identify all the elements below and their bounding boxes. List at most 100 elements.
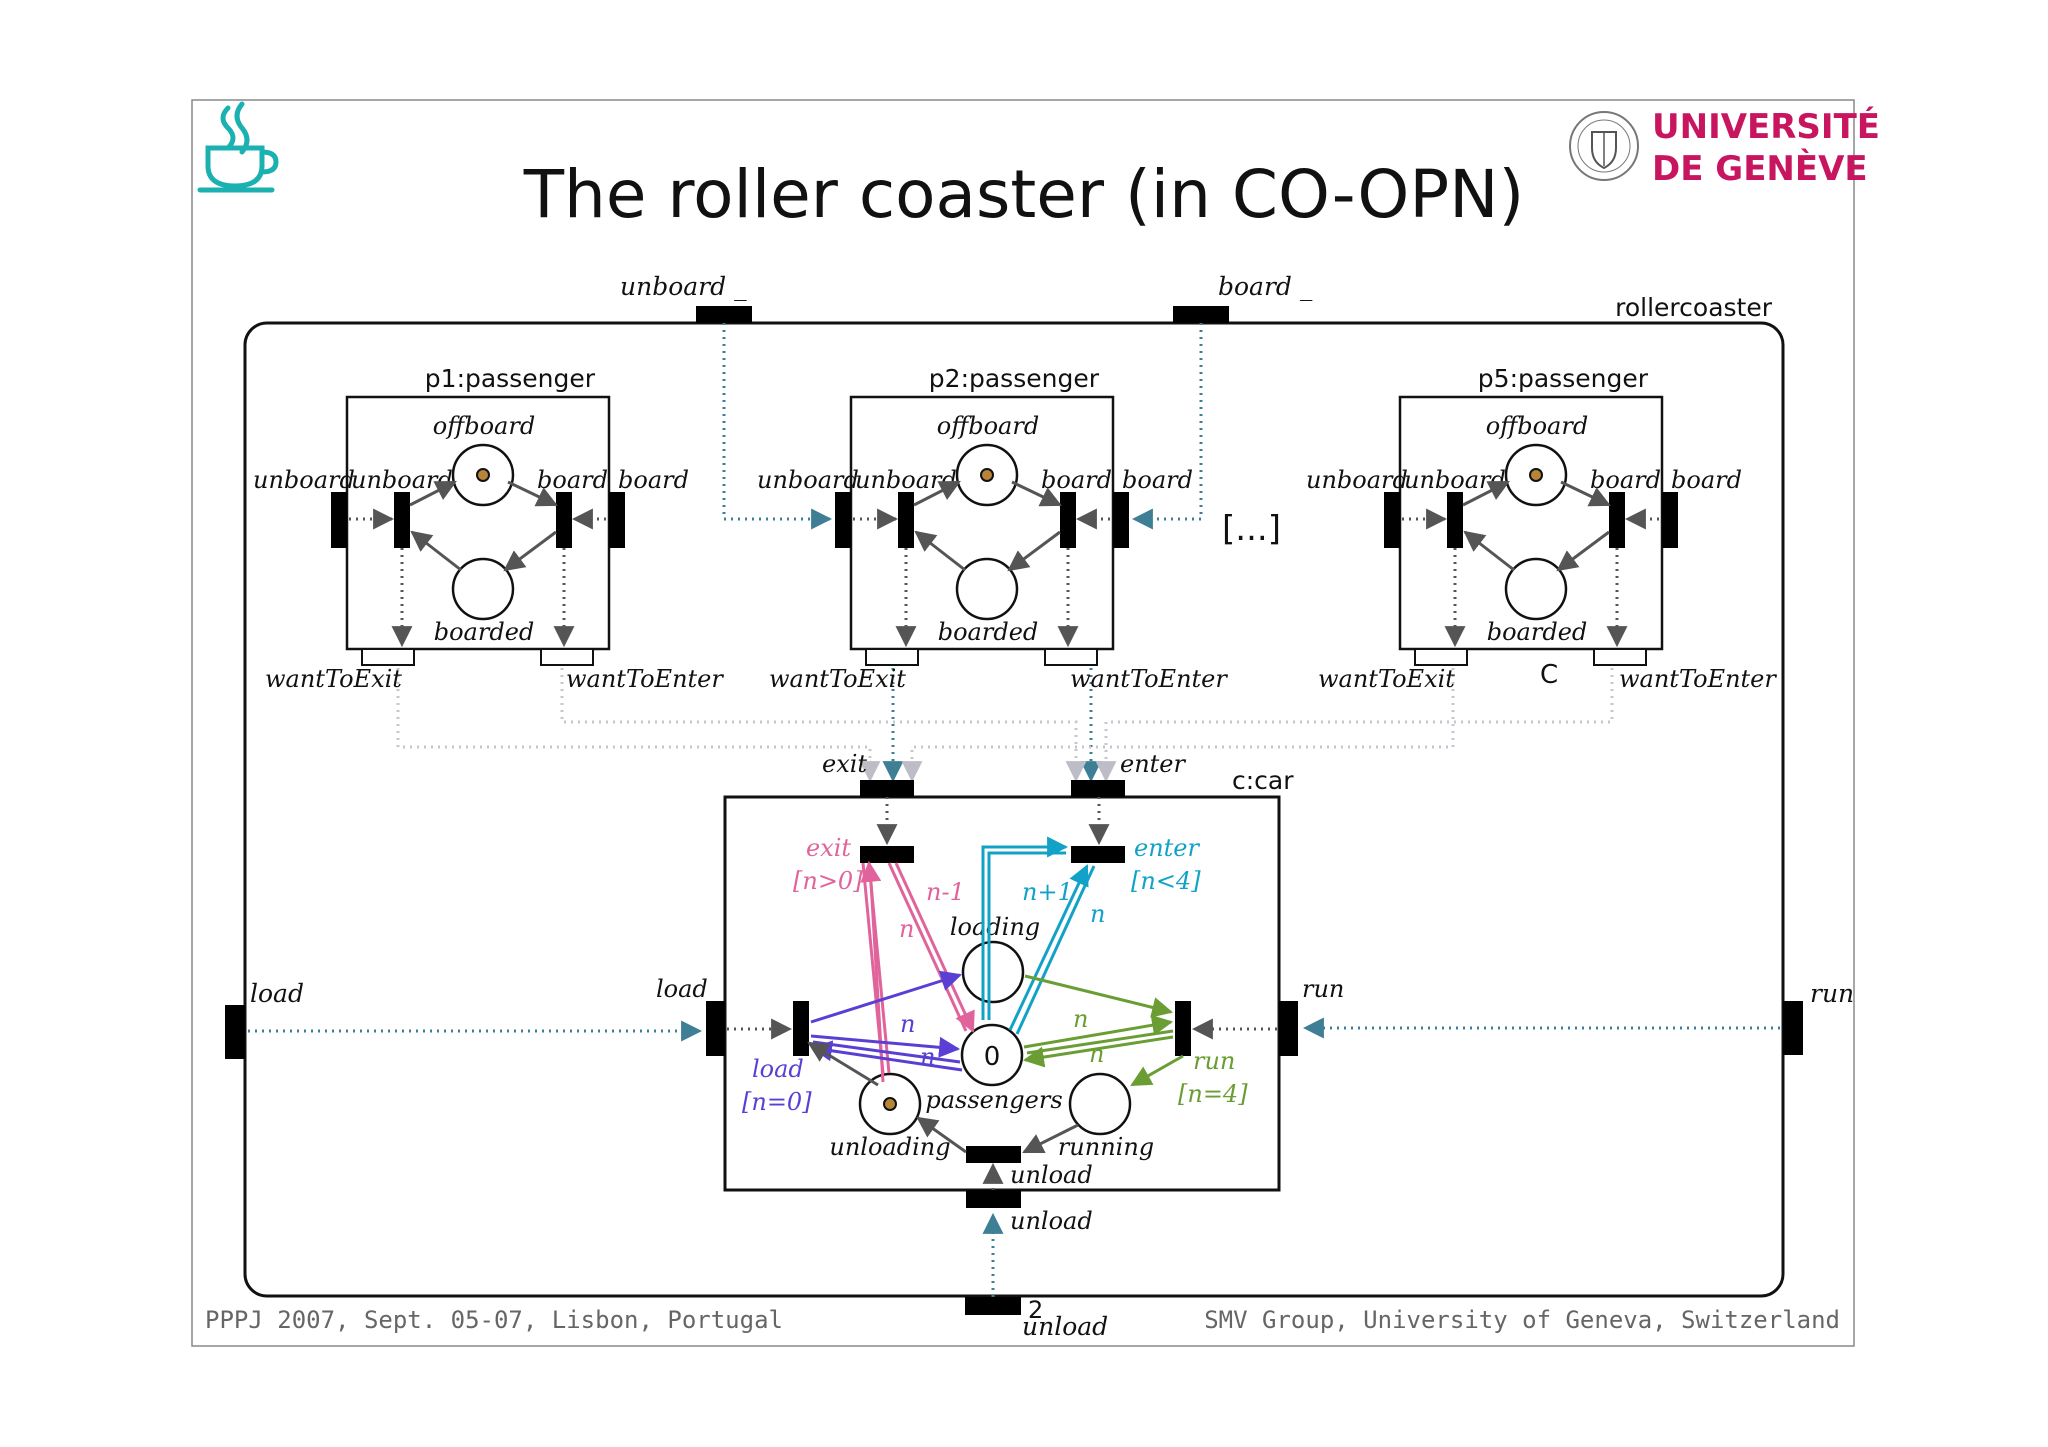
car-load-method-label: load [656, 975, 708, 1003]
outer-sync-arcs [248, 323, 1780, 1297]
wantToExit-method[interactable] [1414, 648, 1468, 666]
exit-arc-out-label: n-1 [926, 878, 965, 906]
load-arc-in-label: n [920, 1043, 935, 1071]
exit-arc-in-label: n [899, 915, 914, 943]
wantToEnter-method[interactable] [1044, 648, 1098, 666]
university-seal-icon [1569, 111, 1639, 181]
transition-run [1175, 1001, 1191, 1056]
unboard-method[interactable] [331, 492, 347, 548]
unboard-method[interactable] [835, 492, 851, 548]
board-method[interactable] [1662, 492, 1678, 548]
place-offboard-label: offboard [1486, 412, 1588, 440]
place-offboard-label: offboard [937, 412, 1039, 440]
footer-left: PPPJ 2007, Sept. 05-07, Lisbon, Portugal [205, 1306, 783, 1334]
outer-board-label: board _ [1218, 272, 1313, 301]
offboard-token [1529, 468, 1543, 482]
place-passengers-label: passengers [925, 1086, 1062, 1114]
board-method-label: board [618, 466, 689, 494]
transition-exit-guard: [n>0] [793, 867, 863, 895]
board-transition [556, 492, 572, 548]
unboard-method[interactable] [1384, 492, 1400, 548]
sync-unboard-p2 [722, 323, 833, 530]
load-arc-out-label: n [900, 1010, 915, 1038]
stray-c-label: C [1540, 660, 1558, 690]
place-boarded-label: boarded [938, 618, 1039, 646]
outer-load-label: load [250, 979, 304, 1008]
wantToEnter-label: wantToEnter [1070, 665, 1228, 693]
enter-arcs [981, 836, 1096, 1035]
passenger-name: p5:passenger [1478, 364, 1649, 393]
unboard-method-label: unboard [253, 466, 355, 494]
car-inner-syncs [727, 797, 1277, 1190]
transition-exit-label: exit [806, 834, 851, 862]
slide-title: The roller coaster (in CO-OPN) [523, 156, 1525, 233]
board-method-label: board [1122, 466, 1193, 494]
car-exit-method[interactable] [860, 780, 914, 797]
car-run-method-label: run [1302, 975, 1344, 1003]
transition-enter-guard: [n<4] [1131, 867, 1201, 895]
passenger-sync-arcs [396, 661, 1614, 783]
place-boarded [1504, 557, 1568, 621]
car-name: c:car [1232, 766, 1294, 795]
university-name-line1: UNIVERSITÉ [1652, 106, 1880, 147]
passenger-p2: p2:passenger offboard boarded unboard un… [757, 364, 1228, 693]
offboard-token [476, 468, 490, 482]
passenger-p5: p5:passenger offboard boarded unboard un… [1306, 364, 1777, 693]
place-unloading-label: unloading [829, 1133, 950, 1161]
wantToExit-method[interactable] [361, 648, 415, 666]
unboard-transition [898, 492, 914, 548]
car-run-method[interactable] [1279, 1001, 1298, 1056]
transition-enter-label: enter [1134, 834, 1201, 862]
place-running-label: running [1058, 1133, 1154, 1161]
outer-run-label: run [1810, 979, 1854, 1008]
outer-board-method[interactable] [1173, 306, 1229, 323]
board-transition-label: board [1590, 466, 1661, 494]
outer-run-method[interactable] [1783, 1001, 1803, 1055]
car-unload-method[interactable] [966, 1190, 1021, 1208]
unloading-token [883, 1097, 897, 1111]
coffee-cup-icon [197, 101, 279, 193]
passenger-inner-syncs [349, 508, 606, 648]
place-boarded [451, 557, 515, 621]
ellipsis-more-passengers: [...] [1222, 509, 1281, 549]
place-boarded-label: boarded [434, 618, 535, 646]
board-method[interactable] [1113, 492, 1129, 548]
board-transition [1609, 492, 1625, 548]
outer-unboard-method[interactable] [696, 306, 752, 323]
load-arcs [810, 970, 963, 1072]
transition-run-guard: [n=4] [1178, 1080, 1248, 1108]
exit-arcs [860, 860, 975, 1083]
board-method[interactable] [609, 492, 625, 548]
enter-arc-out-label: n+1 [1022, 878, 1073, 906]
board-transition-label: board [1041, 466, 1112, 494]
wantToEnter-method[interactable] [540, 648, 594, 666]
footer-right: SMV Group, University of Geneva, Switzer… [1204, 1306, 1840, 1334]
outer-unboard-label: unboard _ [620, 272, 747, 301]
unboard-method-label: unboard [1306, 466, 1408, 494]
transition-load [793, 1001, 809, 1056]
rollercoaster-context [243, 321, 1785, 1298]
run-arc-out-label: n [1089, 1040, 1104, 1068]
unboard-method-label: unboard [757, 466, 859, 494]
run-arcs [1022, 974, 1184, 1087]
wantToEnter-label: wantToEnter [566, 665, 724, 693]
outer-unload-method[interactable] [965, 1297, 1021, 1315]
passenger-inner-arcs [409, 480, 558, 572]
car-enter-method[interactable] [1071, 780, 1125, 797]
car-unload-method-label: unload [1010, 1207, 1093, 1235]
place-passengers [960, 1023, 1024, 1087]
wantToEnter-method[interactable] [1593, 648, 1647, 666]
wantToExit-label: wantToExit [769, 665, 906, 693]
wantToExit-method[interactable] [865, 648, 919, 666]
board-transition-label: board [537, 466, 608, 494]
transition-enter [1071, 846, 1125, 863]
outer-load-method[interactable] [225, 1005, 245, 1059]
passenger-inner-syncs [1402, 508, 1659, 648]
transition-run-label: run [1193, 1047, 1235, 1075]
board-transition [1060, 492, 1076, 548]
passenger-name: p2:passenger [929, 364, 1100, 393]
run-arc-in-label: n [1073, 1005, 1088, 1033]
place-offboard-label: offboard [433, 412, 535, 440]
car-load-method[interactable] [706, 1001, 725, 1056]
